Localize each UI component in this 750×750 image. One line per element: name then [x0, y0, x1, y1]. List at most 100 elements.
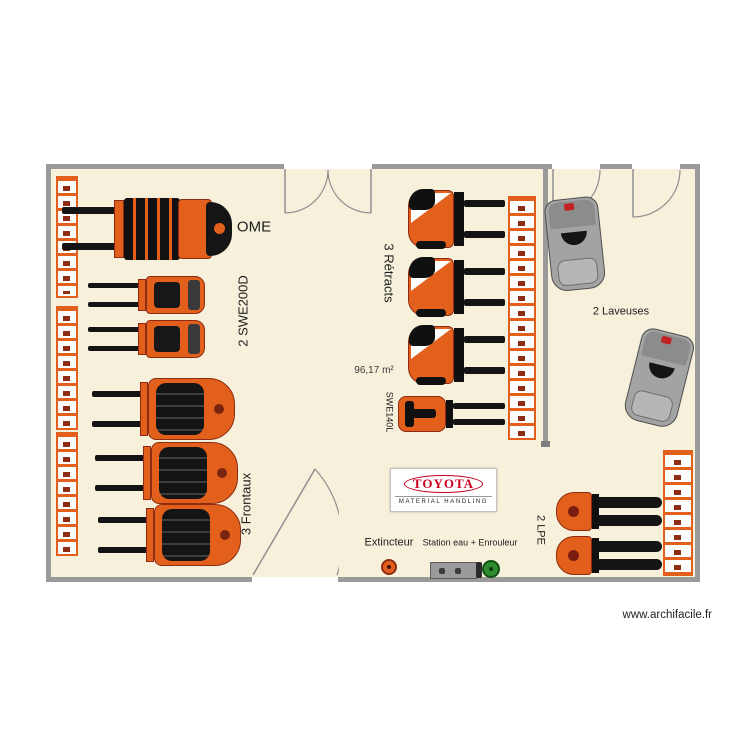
- label-area[interactable]: 96,17 m²: [354, 365, 394, 376]
- station-dot: [439, 568, 445, 574]
- fork: [599, 515, 662, 526]
- label-laveuses[interactable]: 2 Laveuses: [592, 305, 650, 318]
- rear-section: [188, 280, 200, 310]
- forklift-frontal-2[interactable]: [95, 442, 238, 504]
- steering-hub: [220, 530, 230, 540]
- rear-section: [188, 324, 200, 354]
- mast: [124, 198, 180, 260]
- rack-left-2[interactable]: [56, 306, 78, 430]
- overhead-guard: [409, 257, 435, 278]
- stacker-swe200d-1[interactable]: [88, 274, 205, 316]
- stacker-swe140l[interactable]: [398, 396, 505, 432]
- reach-truck-1[interactable]: [408, 186, 505, 252]
- pallet-truck-lpe-1[interactable]: [556, 490, 662, 533]
- cab: [162, 509, 210, 561]
- water-station[interactable]: [430, 562, 477, 579]
- overhead-guard: [409, 325, 435, 346]
- fork: [95, 485, 149, 491]
- scrubber-laveuse-2[interactable]: [621, 325, 697, 431]
- watermark: www.archifacile.fr: [622, 609, 712, 621]
- label-extincteur[interactable]: Extincteur: [364, 536, 414, 549]
- fork: [464, 268, 505, 275]
- scrubber-laveuse-1[interactable]: [543, 195, 607, 293]
- fork: [464, 336, 505, 343]
- mast: [143, 446, 151, 500]
- forklift-frontal-3[interactable]: [98, 504, 241, 566]
- mast: [146, 508, 154, 562]
- door-opening-right-1: [552, 164, 600, 169]
- interior-wall-endcap: [541, 441, 550, 447]
- hose-reel-icon[interactable]: [482, 560, 500, 578]
- label-retracts[interactable]: 3 Rétracts: [381, 243, 397, 303]
- fork: [453, 403, 505, 409]
- fork: [599, 559, 662, 570]
- forklift-frontal-1[interactable]: [92, 378, 235, 440]
- steering-hub: [568, 506, 579, 517]
- extinguisher-dot: [387, 565, 391, 569]
- fork: [464, 299, 505, 306]
- door-bottom[interactable]: [251, 465, 339, 577]
- steering-hub: [214, 404, 224, 414]
- overhead-guard: [409, 189, 435, 210]
- fork: [62, 243, 122, 250]
- door-opening-top: [284, 164, 372, 169]
- fork: [98, 517, 152, 523]
- fork: [599, 497, 662, 508]
- reel-hub: [489, 567, 493, 571]
- cab: [156, 383, 204, 435]
- rack-marks: [518, 200, 525, 436]
- label-frontaux[interactable]: 3 Frontaux: [238, 472, 254, 536]
- floor-plan: TOYOTA MATERIAL HANDLING OME 2 SWE200D 3…: [46, 164, 700, 582]
- toyota-logo[interactable]: TOYOTA MATERIAL HANDLING: [390, 468, 497, 512]
- drive-wheel: [416, 377, 446, 385]
- backrest: [592, 538, 599, 573]
- label-swe140l[interactable]: SWE140L: [384, 391, 395, 433]
- fork: [599, 541, 662, 552]
- fork: [88, 283, 144, 288]
- station-valve: [476, 562, 482, 578]
- extinguisher-icon[interactable]: [381, 559, 397, 575]
- toyota-brand-text: TOYOTA: [403, 474, 484, 494]
- fork: [62, 207, 122, 214]
- reach-truck-2[interactable]: [408, 254, 505, 320]
- label-swe200d[interactable]: 2 SWE200D: [235, 275, 251, 347]
- drive-wheel: [416, 309, 446, 317]
- rack-marks: [63, 436, 70, 552]
- fork: [464, 231, 505, 238]
- rack-marks: [63, 180, 70, 294]
- rack-left-3[interactable]: [56, 432, 78, 556]
- backrest: [592, 494, 599, 529]
- station-dot: [455, 568, 461, 574]
- steering-hub: [217, 468, 227, 478]
- label-ome[interactable]: OME: [236, 218, 272, 236]
- rack-left-1[interactable]: [56, 176, 78, 298]
- mast: [140, 382, 148, 436]
- steering-hub: [214, 223, 225, 234]
- forklift-ome[interactable]: [62, 196, 232, 262]
- stacker-swe200d-2[interactable]: [88, 318, 205, 360]
- fork: [464, 367, 505, 374]
- steering-hub: [568, 550, 579, 561]
- double-door-left-leaf[interactable]: [284, 169, 329, 214]
- rack-marks: [674, 454, 681, 572]
- fork-carriage: [114, 200, 124, 258]
- rack-right[interactable]: [663, 450, 693, 576]
- fork: [95, 455, 149, 461]
- pallet-truck-lpe-2[interactable]: [556, 534, 662, 577]
- door-opening-bottom: [252, 577, 338, 582]
- double-door-right-leaf[interactable]: [328, 169, 373, 214]
- label-lpe[interactable]: 2 LPE: [534, 515, 547, 545]
- fork: [453, 419, 505, 425]
- tiller-arm: [412, 409, 436, 418]
- reach-truck-3[interactable]: [408, 322, 505, 388]
- cab: [159, 447, 207, 499]
- rack-middle[interactable]: [508, 196, 536, 440]
- tiller-handle: [405, 401, 414, 427]
- mast: [138, 279, 146, 311]
- label-station-eau[interactable]: Station eau + Enrouleur: [422, 537, 518, 548]
- door-opening-right-2: [632, 164, 680, 169]
- fork: [88, 327, 144, 332]
- door-right-2[interactable]: [632, 169, 681, 218]
- scrubber-deck: [556, 256, 600, 287]
